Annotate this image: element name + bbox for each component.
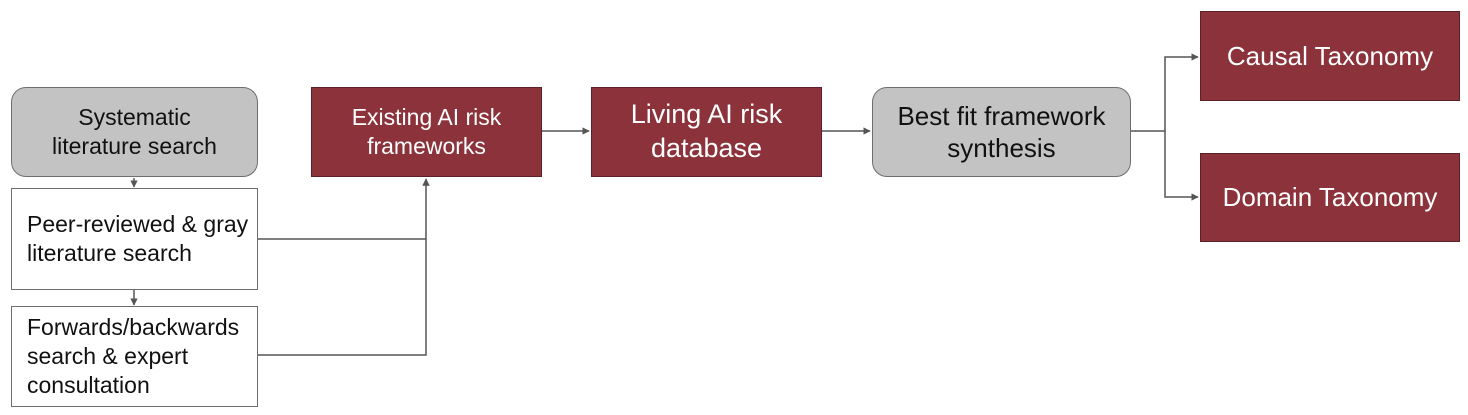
edge-forwards-backwards-to-existing-frameworks bbox=[258, 178, 430, 356]
edge-best-fit-to-domain-taxonomy bbox=[1164, 131, 1199, 201]
existing-ai-risk-frameworks-node: Existing AI risk frameworks bbox=[311, 87, 542, 177]
best-fit-framework-synthesis-node: Best fit framework synthesis bbox=[872, 87, 1131, 177]
peer-reviewed-gray-literature-search-node: Peer-reviewed & gray literature search bbox=[11, 188, 258, 290]
living-ai-risk-database-node: Living AI risk database bbox=[591, 87, 822, 177]
causal-taxonomy-node: Causal Taxonomy bbox=[1200, 11, 1460, 101]
systematic-literature-search-node: Systematic literature search bbox=[11, 87, 258, 177]
domain-taxonomy-node: Domain Taxonomy bbox=[1200, 153, 1460, 242]
edge-best-fit-to-causal-taxonomy bbox=[1131, 53, 1199, 132]
forwards-backwards-search-node: Forwards/backwards search & expert consu… bbox=[11, 306, 258, 407]
